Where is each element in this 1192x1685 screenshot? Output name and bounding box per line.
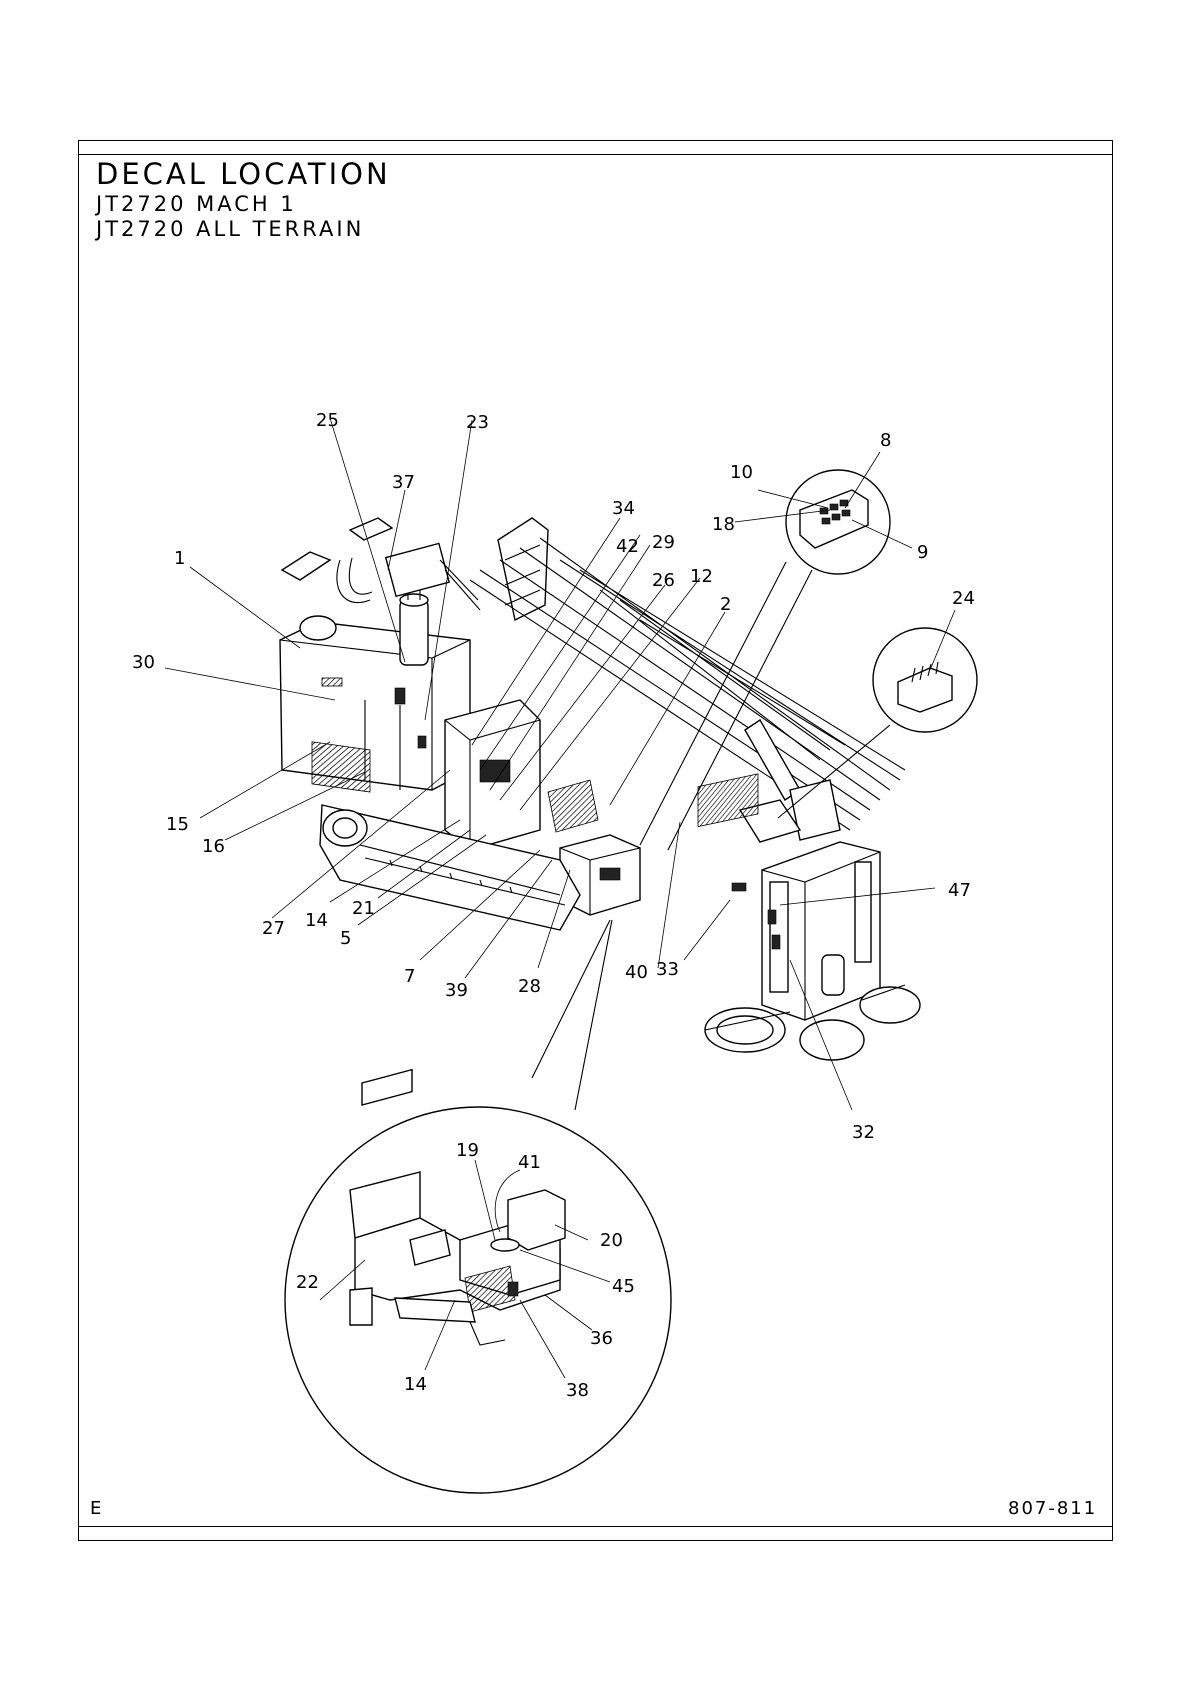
machine-drawing	[280, 518, 920, 1060]
callout-42: 42	[616, 536, 639, 557]
callout-41: 41	[518, 1152, 541, 1173]
callout-22: 22	[296, 1272, 319, 1293]
callout-33: 33	[656, 959, 679, 980]
callout-37: 37	[392, 472, 415, 493]
callout-45: 45	[612, 1276, 635, 1297]
detail-circle-console	[285, 920, 671, 1493]
engine-housing	[280, 616, 470, 792]
callout-47: 47	[948, 880, 971, 901]
callout-34: 34	[612, 498, 635, 519]
callout-14-main: 14	[305, 910, 328, 931]
callout-15: 15	[166, 814, 189, 835]
callout-16: 16	[202, 836, 225, 857]
callout-40: 40	[625, 962, 648, 983]
callout-32: 32	[852, 1122, 875, 1143]
callout-30: 30	[132, 652, 155, 673]
callout-36: 36	[590, 1328, 613, 1349]
callout-38: 38	[566, 1380, 589, 1401]
callout-5: 5	[340, 928, 351, 949]
callout-28: 28	[518, 976, 541, 997]
callout-12: 12	[690, 566, 713, 587]
callout-14-detail: 14	[404, 1374, 427, 1395]
callout-26: 26	[652, 570, 675, 591]
callout-19: 19	[456, 1140, 479, 1161]
callout-23: 23	[466, 412, 489, 433]
callout-2: 2	[720, 594, 731, 615]
callout-8: 8	[880, 430, 891, 451]
callout-25: 25	[316, 410, 339, 431]
callout-39: 39	[445, 980, 468, 1001]
callout-9: 9	[917, 542, 928, 563]
callout-24: 24	[952, 588, 975, 609]
callout-1: 1	[174, 548, 185, 569]
callout-20: 20	[600, 1230, 623, 1251]
callout-10: 10	[730, 462, 753, 483]
callout-27: 27	[262, 918, 285, 939]
detail-circle-top-right	[640, 470, 890, 850]
callout-21: 21	[352, 898, 375, 919]
callout-18: 18	[712, 514, 735, 535]
hose-assembly	[282, 518, 480, 610]
exhaust-stack	[400, 585, 428, 665]
callout-7: 7	[404, 966, 415, 987]
callout-29: 29	[652, 532, 675, 553]
